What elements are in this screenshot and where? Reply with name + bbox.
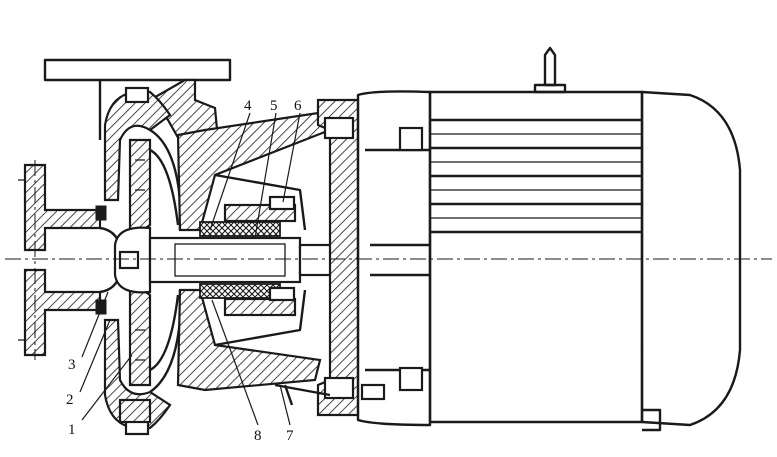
motor-body [428, 46, 742, 432]
pump-casing [103, 86, 182, 436]
callout-7: 7 [286, 428, 294, 444]
callout-4: 4 [244, 98, 252, 114]
leader-lines [79, 112, 301, 426]
callout-6: 6 [294, 98, 302, 114]
callout-3: 3 [68, 357, 76, 373]
motor-adapter [356, 90, 432, 427]
wear-ring-top [95, 205, 107, 221]
pump-cover [176, 110, 332, 392]
shaft [148, 236, 352, 284]
gland-bolt-bottom [268, 286, 296, 302]
wear-ring-bottom [95, 299, 107, 315]
callout-2: 2 [66, 392, 74, 408]
suction-inlet [18, 163, 122, 357]
callout-5: 5 [270, 98, 278, 114]
callout-8: 8 [254, 428, 262, 444]
nut-hex [118, 250, 140, 270]
gland-bolt-top [268, 195, 296, 211]
callout-1: 1 [68, 422, 76, 438]
bracket-flange [274, 98, 360, 417]
impeller [128, 138, 180, 387]
